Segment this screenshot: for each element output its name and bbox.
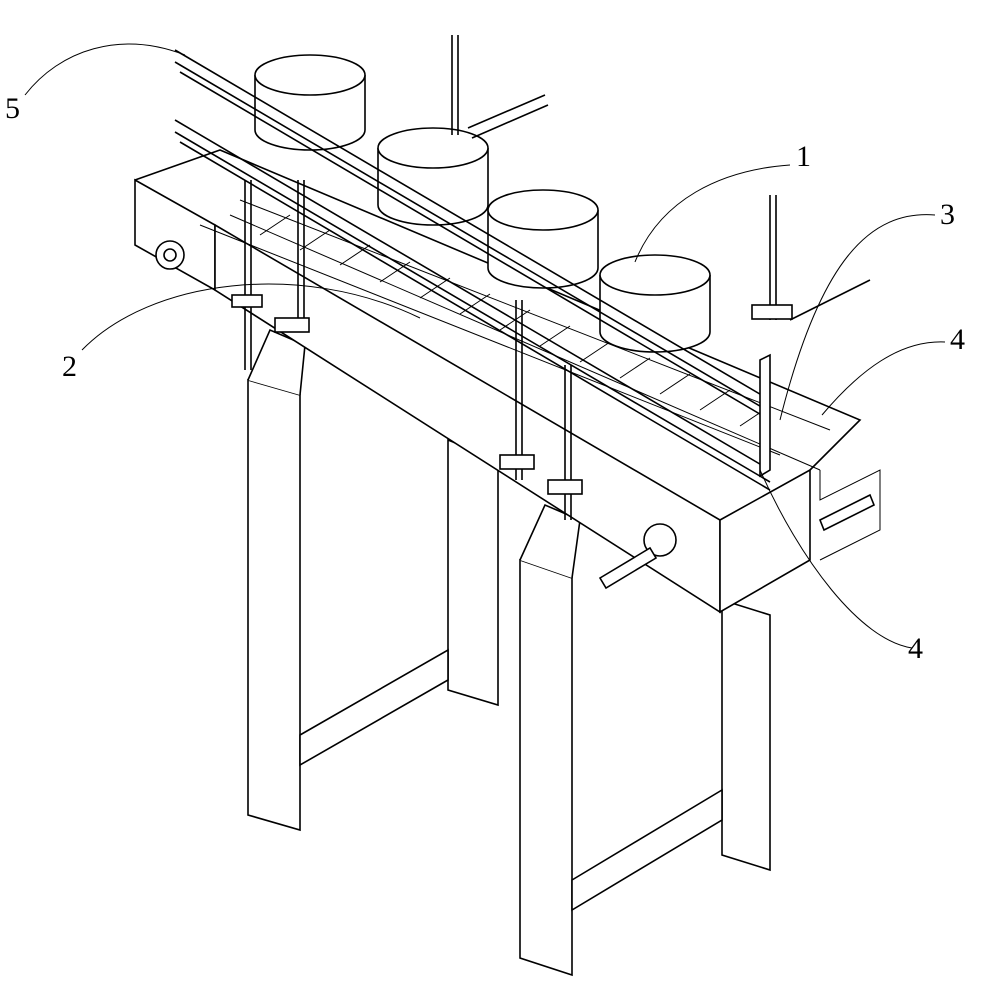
leg-front-right — [520, 505, 580, 975]
label-3: 3 — [940, 198, 955, 232]
crossbar-left — [300, 650, 448, 765]
label-5: 5 — [5, 92, 20, 126]
label-4-bottom: 4 — [908, 632, 923, 666]
label-2: 2 — [62, 350, 77, 384]
label-4-top: 4 — [950, 323, 965, 357]
leg-back-left — [448, 440, 498, 705]
label-1: 1 — [796, 140, 811, 174]
leg-front-left — [248, 330, 305, 830]
leg-back-right — [722, 600, 770, 870]
crossbar-right — [572, 790, 722, 910]
